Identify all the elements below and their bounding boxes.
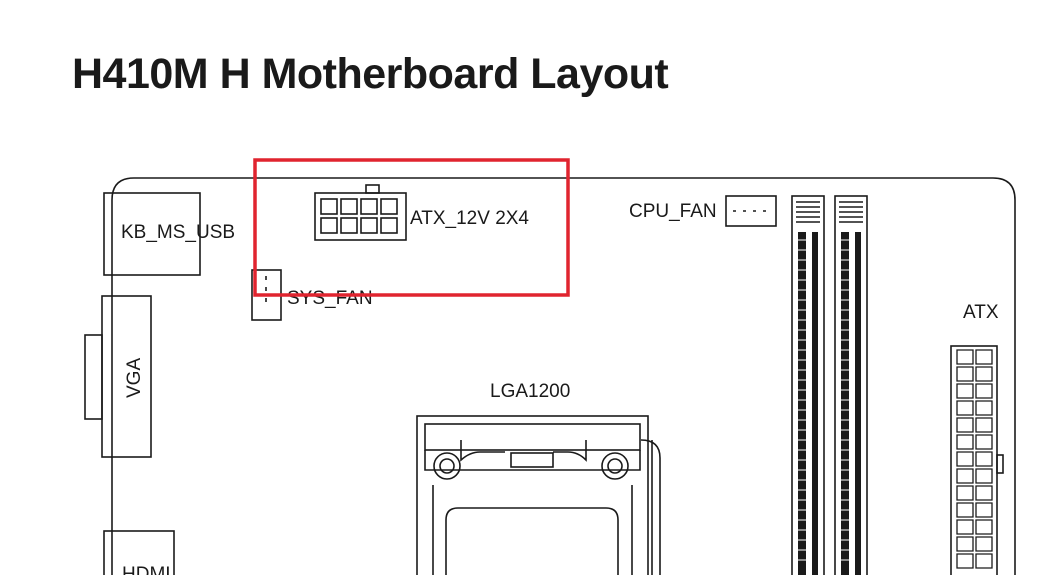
- atx-power-connector: [950, 345, 1004, 575]
- atx-power-pins: [956, 349, 993, 569]
- page-title: H410M H Motherboard Layout: [72, 50, 669, 98]
- dimm-slot-2: [834, 195, 868, 575]
- cpu-fan-header: [725, 195, 777, 227]
- hdmi-port: [103, 530, 175, 575]
- lga1200-socket: [416, 415, 661, 575]
- label-cpu-fan: CPU_FAN: [629, 201, 717, 222]
- label-sys-fan: SYS_FAN: [287, 288, 373, 309]
- label-kb-ms-usb: KB_MS_USB: [121, 222, 235, 243]
- dimm-pin-marks: [798, 239, 849, 561]
- kb-ms-usb-port: [103, 192, 201, 276]
- label-vga: VGA: [124, 358, 145, 398]
- label-hdmi: HDMI: [122, 564, 171, 575]
- vga-port: [84, 295, 152, 458]
- dimm-slot-1: [791, 195, 825, 575]
- label-atx: ATX: [963, 302, 999, 323]
- label-lga1200: LGA1200: [490, 381, 570, 402]
- atx-12v-connector: [314, 184, 407, 241]
- highlight-box: [253, 158, 570, 297]
- board-outline: [111, 177, 1016, 575]
- label-atx-12v: ATX_12V 2X4: [410, 208, 529, 229]
